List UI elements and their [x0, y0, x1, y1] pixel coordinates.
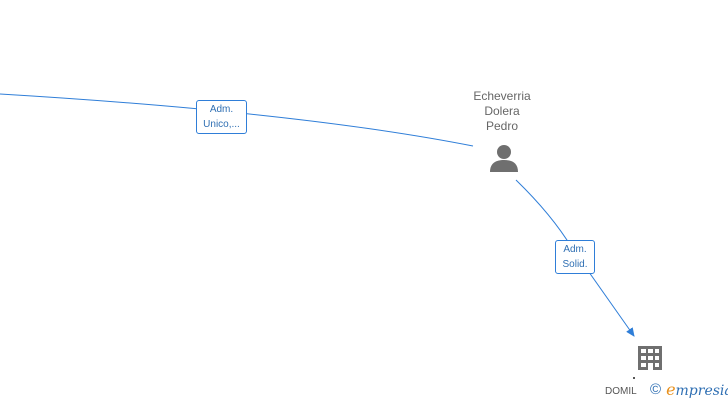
edge-label-adm-unico[interactable]: Adm. Unico,...: [196, 100, 247, 134]
person-node-name[interactable]: Echeverria Dolera Pedro: [462, 89, 542, 134]
company-node-name[interactable]: DOMIL: [605, 386, 637, 397]
empresia-watermark: © empresia: [646, 378, 728, 400]
edge-line-adm-unico: [0, 93, 474, 147]
edge-label-line: Adm.: [209, 104, 234, 115]
person-name-line: Dolera: [484, 104, 520, 118]
brand-logo-e: e: [666, 379, 676, 399]
edge-label-line: Solid.: [562, 259, 588, 270]
edge-label-line: Unico,...: [203, 119, 240, 130]
person-icon[interactable]: [489, 144, 519, 172]
person-name-line: Echeverria: [473, 89, 531, 103]
brand-logo-rest: mpresia: [675, 382, 728, 399]
company-name-dot: [633, 377, 635, 379]
person-name-line: Pedro: [485, 119, 519, 133]
building-icon[interactable]: [638, 346, 662, 370]
copyright-symbol: ©: [650, 380, 662, 398]
brand-logo: empresia: [666, 380, 728, 399]
edge-label-adm-solid[interactable]: Adm. Solid.: [555, 240, 595, 274]
edge-label-line: Adm.: [563, 244, 587, 255]
